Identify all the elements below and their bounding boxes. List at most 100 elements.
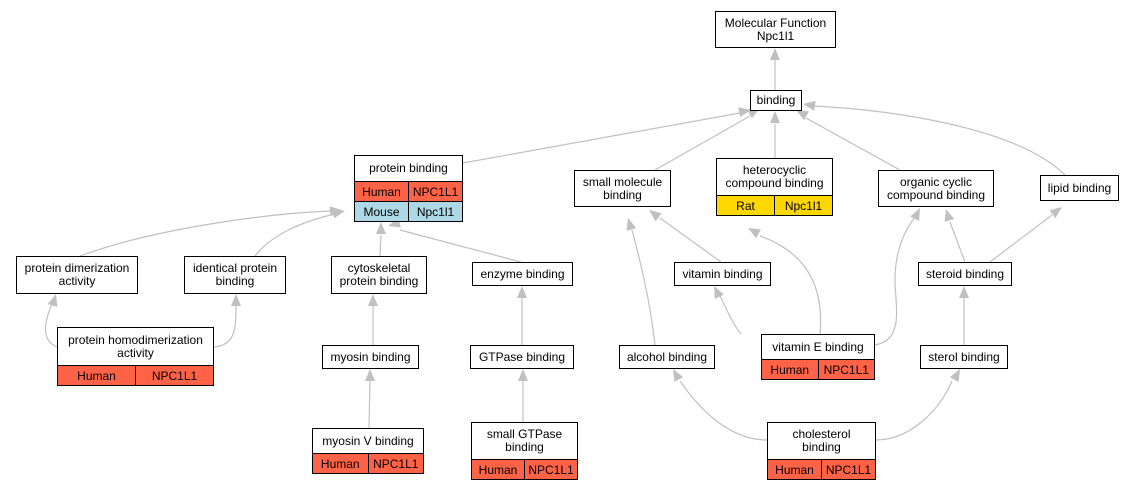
node-protein-binding[interactable]: protein binding Human NPC1L1 Mouse Npc1l… <box>354 155 463 222</box>
arrowhead <box>959 286 969 298</box>
node-title: myosin binding <box>330 349 411 364</box>
edge-line <box>379 234 382 257</box>
gene-cell: NPC1L1 <box>367 454 424 473</box>
annotation-row-human: Human NPC1L1 <box>472 459 577 479</box>
node-title: sterol binding <box>928 349 1000 364</box>
node-title: myosin V binding <box>322 433 414 448</box>
node-title: lipid binding <box>1047 180 1112 195</box>
arrowhead <box>748 228 761 239</box>
node-organic-cyclic-compound-binding[interactable]: organic cyclic compound binding <box>878 170 994 207</box>
arrowhead <box>770 111 780 123</box>
arrowhead <box>649 210 662 222</box>
edge-line <box>79 210 331 257</box>
gene-cell: NPC1L1 <box>524 460 577 479</box>
node-protein-homodimerization-activity[interactable]: protein homodimerization activity Human … <box>57 327 214 386</box>
species-cell: Human <box>775 462 814 477</box>
node-title: binding <box>756 93 796 107</box>
gene-cell: NPC1L1 <box>817 360 875 379</box>
species-cell: Human <box>770 362 810 377</box>
annotation-row-rat: Rat Npc1l1 <box>717 195 832 215</box>
node-vitamin-binding[interactable]: vitamin binding <box>674 262 771 286</box>
arrowhead <box>231 294 241 306</box>
node-cytoskeletal-protein-binding[interactable]: cytoskeletal protein binding <box>331 256 427 294</box>
edge-line <box>254 213 336 257</box>
arrowhead <box>673 369 684 382</box>
edge-line <box>679 380 768 441</box>
edge-line <box>874 216 916 346</box>
arrowhead <box>949 369 960 382</box>
arrowhead <box>517 286 527 298</box>
node-title: vitamin E binding <box>772 339 864 354</box>
edge-line <box>399 229 522 263</box>
node-title: protein homodimerization activity <box>68 332 203 360</box>
node-binding[interactable]: binding <box>750 90 802 111</box>
arrowhead <box>365 369 375 381</box>
species-cell: Human <box>478 462 518 477</box>
node-vitamin-e-binding[interactable]: vitamin E binding Human NPC1L1 <box>761 334 875 380</box>
edge-line <box>368 380 371 429</box>
arrowhead <box>332 208 345 219</box>
node-protein-dimerization-activity[interactable]: protein dimerization activity <box>16 256 138 294</box>
species-cell: Mouse <box>363 204 400 219</box>
arrowhead <box>796 110 809 121</box>
node-molecular-function[interactable]: Molecular Function Npc1l1 <box>715 11 836 48</box>
annotation-row-human: Human NPC1L1 <box>313 453 423 473</box>
species-cell: Rat <box>736 198 755 213</box>
node-title: alcohol binding <box>626 349 708 364</box>
species-cell: Human <box>77 368 116 383</box>
arrowhead <box>518 369 528 381</box>
node-identical-protein-binding[interactable]: identical protein binding <box>184 256 286 294</box>
edge-line <box>659 217 722 263</box>
edge-line <box>989 214 1053 263</box>
edge-line <box>631 229 656 346</box>
arrowhead <box>1049 207 1062 219</box>
node-title: small GTPase binding <box>486 427 563 454</box>
node-title: protein binding <box>369 161 448 175</box>
node-title: protein dimerization activity <box>24 261 130 288</box>
node-title: cytoskeletal protein binding <box>339 261 419 288</box>
edge-line <box>812 105 1066 176</box>
edge-line <box>719 295 742 335</box>
node-small-molecule-binding[interactable]: small molecule binding <box>574 170 671 207</box>
arrowhead <box>803 100 816 111</box>
node-myosin-v-binding[interactable]: myosin V binding Human NPC1L1 <box>312 428 424 474</box>
node-title: Molecular Function Npc1l1 <box>724 15 827 43</box>
gene-cell: NPC1L1 <box>408 182 462 201</box>
node-small-gtpase-binding[interactable]: small GTPase binding Human NPC1L1 <box>471 422 578 480</box>
arrowhead <box>770 48 780 60</box>
node-alcohol-binding[interactable]: alcohol binding <box>619 345 715 369</box>
node-title: vitamin binding <box>682 266 763 281</box>
arrowhead <box>626 218 637 231</box>
node-title: cholesterol binding <box>792 427 851 454</box>
node-enzyme-binding[interactable]: enzyme binding <box>472 262 573 286</box>
gene-cell: NPC1L1 <box>135 366 213 385</box>
arrowhead <box>714 286 724 299</box>
annotation-row-human: Human NPC1L1 <box>768 459 875 479</box>
edge-line <box>654 115 751 171</box>
gene-cell: Npc1l1 <box>774 196 832 215</box>
node-title: GTPase binding <box>478 349 566 364</box>
edge-line <box>44 303 58 348</box>
edge-line <box>875 380 953 441</box>
edge-line <box>462 112 741 164</box>
arrowhead <box>944 209 955 222</box>
node-sterol-binding[interactable]: sterol binding <box>920 345 1008 369</box>
annotation-row-human: Human NPC1L1 <box>355 181 462 201</box>
node-title: steroid binding <box>925 266 1005 281</box>
node-steroid-binding[interactable]: steroid binding <box>918 262 1012 286</box>
node-gtpase-binding[interactable]: GTPase binding <box>470 345 574 369</box>
arrowhead <box>376 222 386 234</box>
node-myosin-binding[interactable]: myosin binding <box>322 345 419 369</box>
node-title: organic cyclic compound binding <box>886 174 986 202</box>
arrowhead <box>47 294 58 307</box>
node-cholesterol-binding[interactable]: cholesterol binding Human NPC1L1 <box>767 422 876 480</box>
gene-cell: NPC1L1 <box>821 460 875 479</box>
species-cell: Human <box>320 456 360 471</box>
annotation-row-human: Human NPC1L1 <box>762 359 874 379</box>
arrowhead <box>368 294 378 306</box>
node-title: heterocyclic compound binding <box>725 163 824 190</box>
annotation-row-human: Human NPC1L1 <box>58 365 213 385</box>
node-heterocyclic-compound-binding[interactable]: heterocyclic compound binding Rat Npc1l1 <box>716 158 833 216</box>
node-lipid-binding[interactable]: lipid binding <box>1040 175 1119 201</box>
